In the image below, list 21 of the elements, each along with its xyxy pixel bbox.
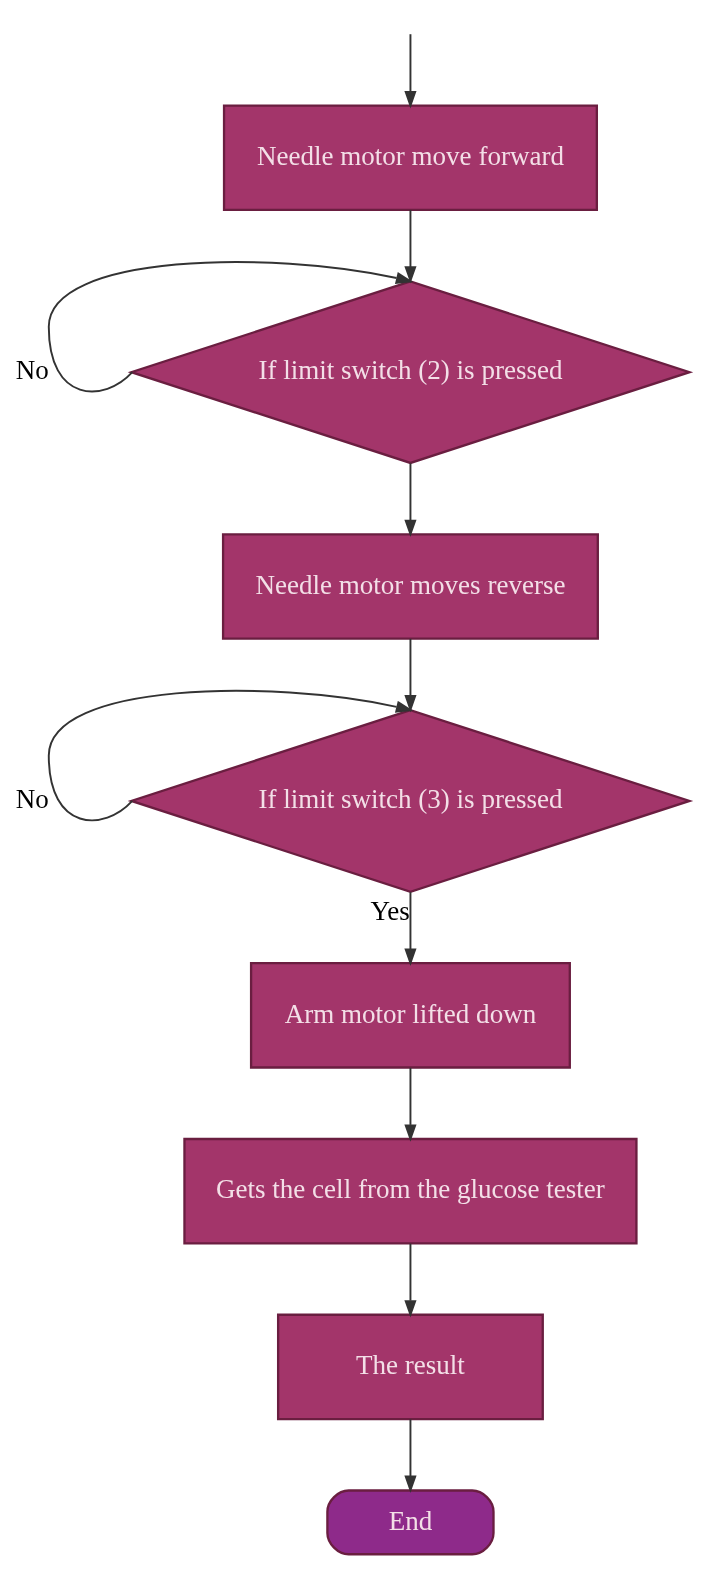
node-box: End <box>326 1488 495 1555</box>
node-box: Gets the cell from the glucose tester <box>183 1137 638 1244</box>
arrow <box>404 461 417 537</box>
arrow <box>404 32 417 108</box>
arrow <box>47 260 414 392</box>
node-diamond: If limit switch (2) is pressed <box>127 279 694 464</box>
node-diamond: If limit switch (3) is pressed <box>127 708 694 893</box>
edge-label: No <box>15 783 49 814</box>
node-box: The result <box>276 1313 544 1420</box>
arrow <box>404 1066 417 1142</box>
edge-label: No <box>15 354 49 385</box>
arrow <box>404 1242 417 1318</box>
node-box: Arm motor lifted down <box>249 961 571 1069</box>
arrow <box>404 1417 417 1493</box>
arrow <box>404 208 417 284</box>
arrow <box>404 890 417 966</box>
node-box: Needle motor move forward <box>222 103 598 211</box>
arrow <box>404 637 417 712</box>
node-box: Needle motor moves reverse <box>221 532 599 640</box>
edge-label: Yes <box>370 895 410 926</box>
arrow <box>47 689 414 821</box>
